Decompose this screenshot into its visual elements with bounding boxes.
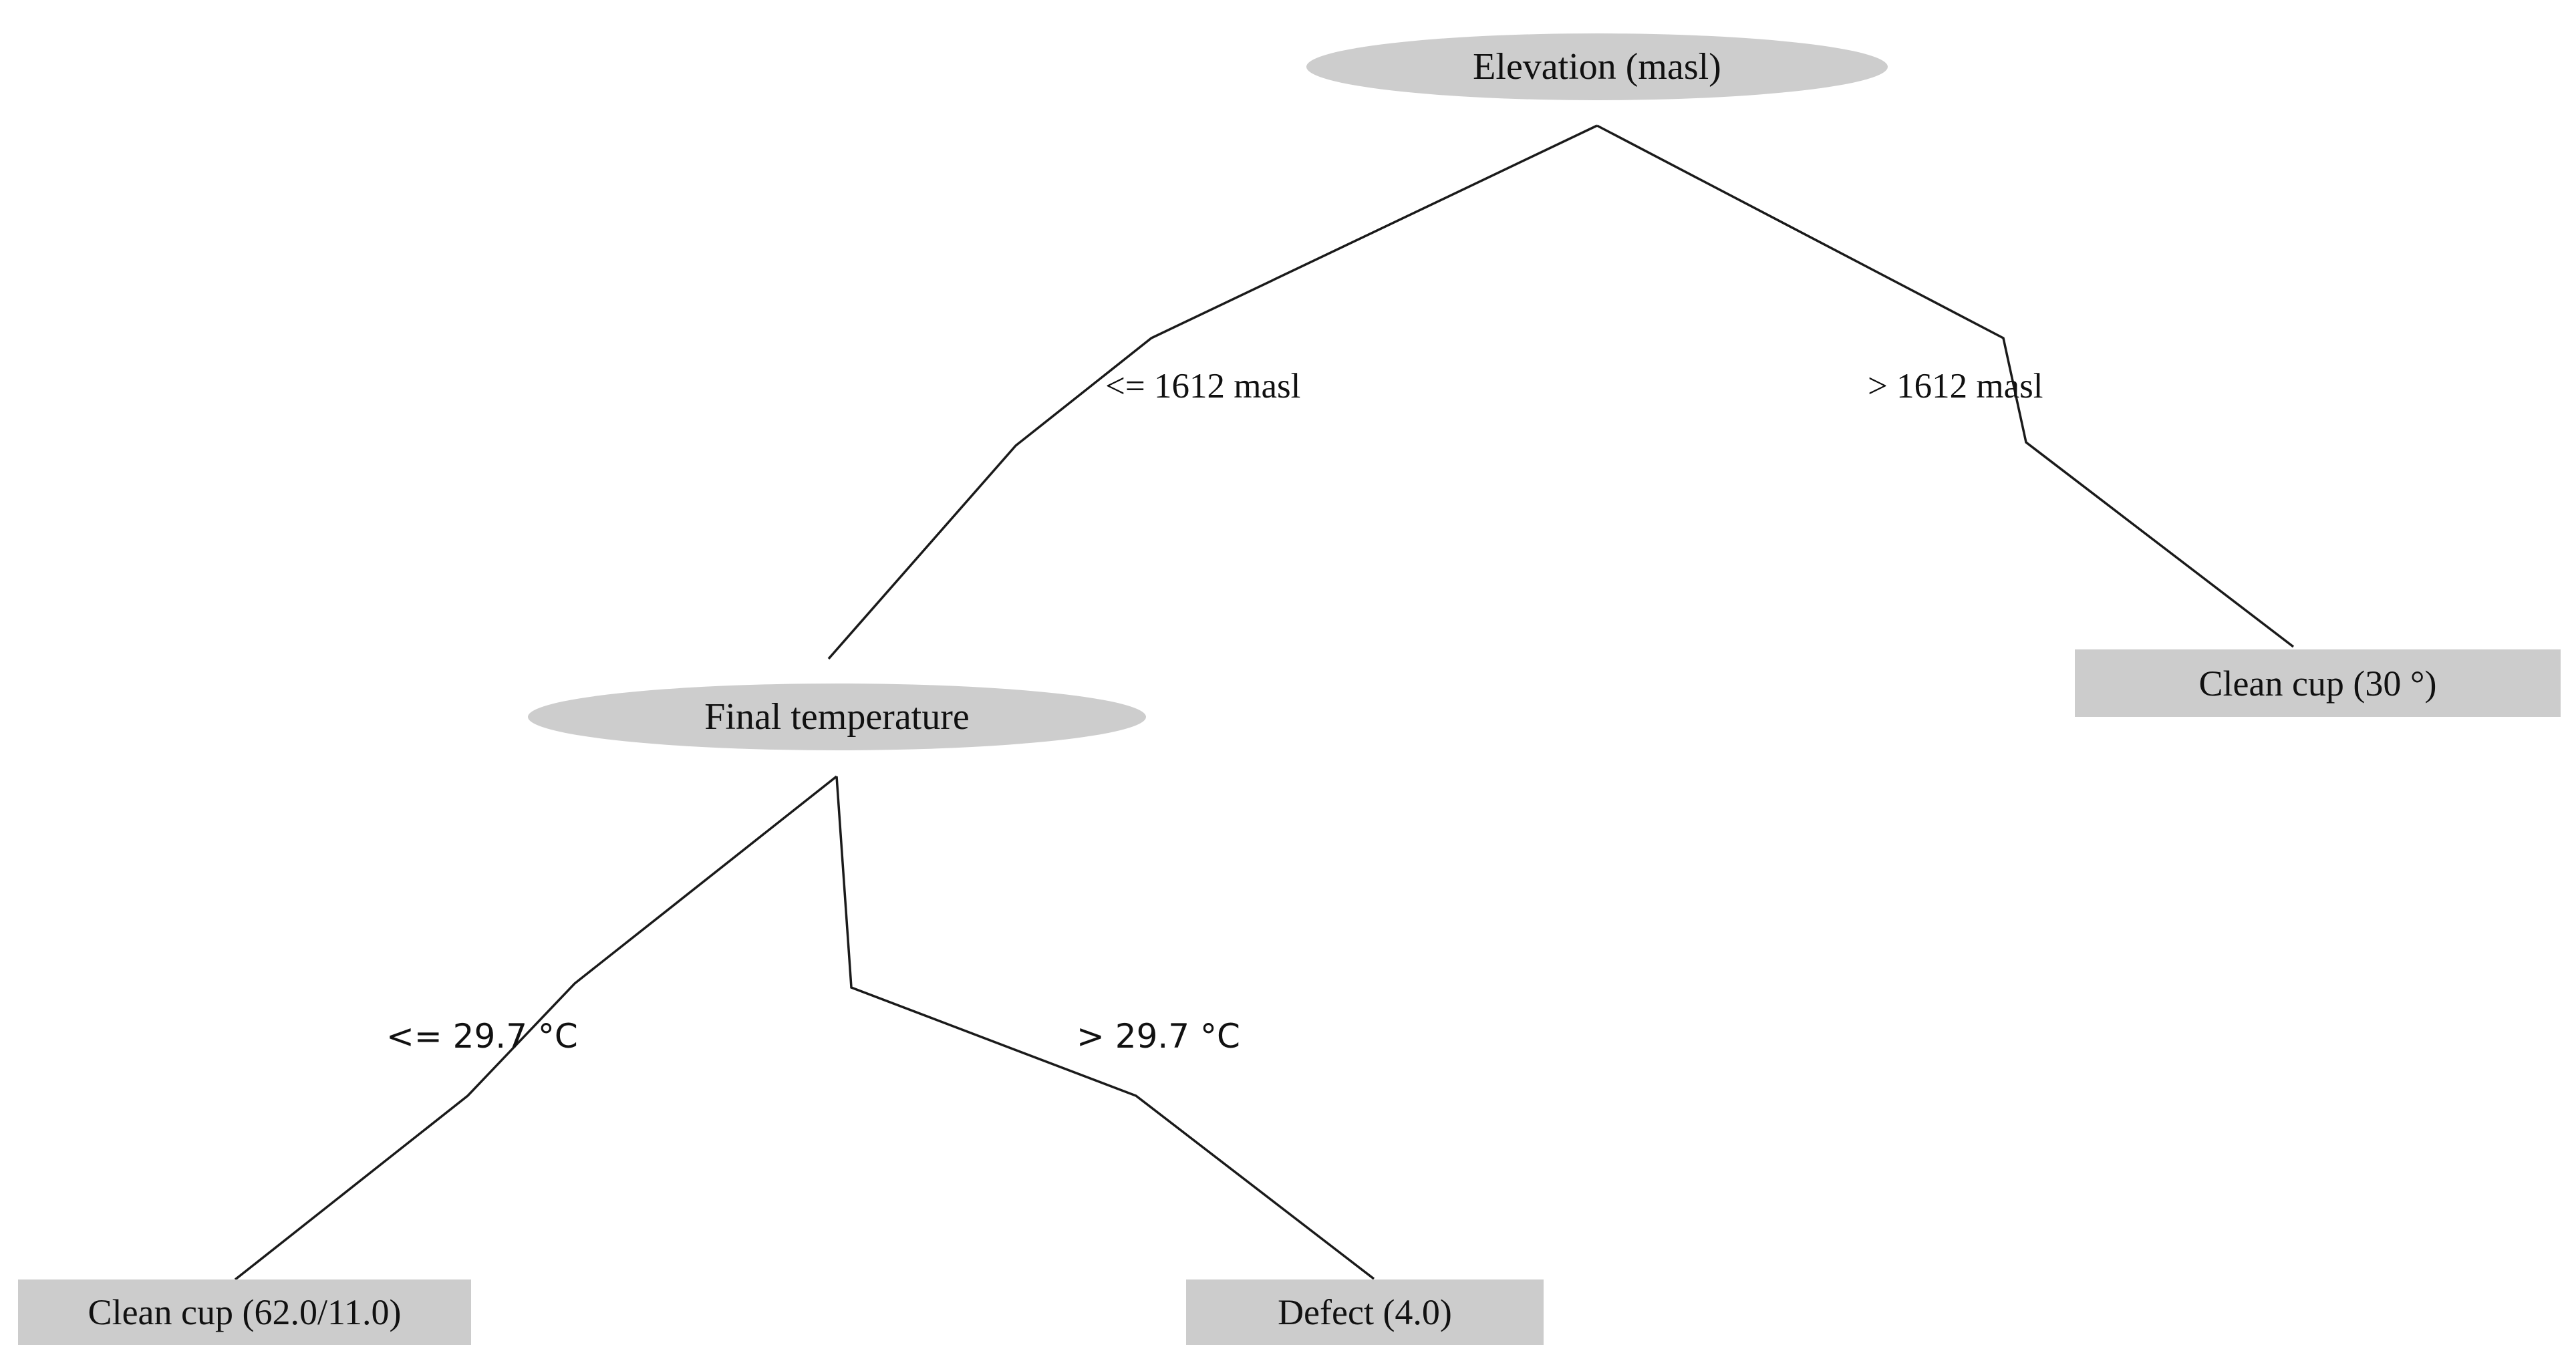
decision-node-final-temperature-label: Final temperature [704,696,970,738]
edge-label-elevation-le-1612: <= 1612 masl [1105,367,1301,406]
edge-label-elevation-gt-1612: > 1612 masl [1868,367,2043,406]
leaf-node-defect-label: Defect (4.0) [1278,1292,1452,1332]
decision-node-elevation-label: Elevation (masl) [1473,46,1721,88]
leaf-node-clean-cup-62-label: Clean cup (62.0/11.0) [88,1292,402,1332]
leaf-node-clean-cup-30-label: Clean cup (30 °) [2198,663,2437,704]
edge-label-temperature-le-29-7: <= 29.7 °C [386,1017,578,1056]
edge-label-temperature-gt-29-7: > 29.7 °C [1077,1017,1240,1056]
decision-node-elevation[interactable]: Elevation (masl) [1306,33,1888,100]
decision-node-final-temperature[interactable]: Final temperature [528,684,1146,750]
leaf-node-clean-cup-30[interactable]: Clean cup (30 °) [2075,649,2561,717]
leaf-node-clean-cup-62[interactable]: Clean cup (62.0/11.0) [18,1279,471,1345]
leaf-node-defect[interactable]: Defect (4.0) [1186,1279,1544,1345]
